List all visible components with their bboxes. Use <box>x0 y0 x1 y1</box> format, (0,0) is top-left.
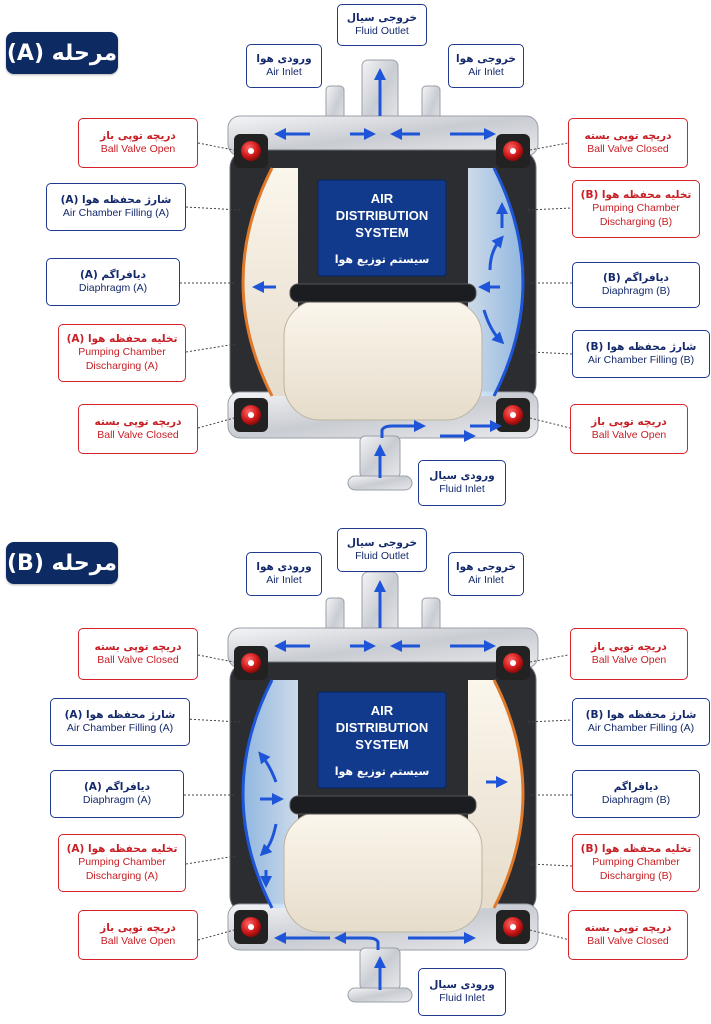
stage-b-title: مرحله (B) <box>6 542 118 584</box>
ball-valve-bottom-right-b <box>496 910 530 944</box>
stage-b: مرحله (B) <box>0 512 711 1024</box>
ball-valve-bottom-left-b <box>234 910 268 944</box>
stage-a-title: مرحله (A) <box>6 32 118 74</box>
flow-arrows-a <box>252 68 508 478</box>
pump-diagram-a: AIR DISTRIBUTION SYSTEM سیستم توزیع هوا <box>180 59 573 491</box>
flow-arrows-b <box>258 580 508 990</box>
ball-valve-top-right-b <box>496 646 530 680</box>
label-left-diaphragm-b: دیافراگم (A)Diaphragm (A) <box>50 770 184 818</box>
air-system-line3-a: SYSTEM <box>355 225 408 240</box>
ball-valve-top-left-a <box>234 134 268 168</box>
air-system-line1-b: AIR <box>371 703 394 718</box>
label-right-diaphragm-a: دیافراگم (B)Diaphragm (B) <box>572 262 700 308</box>
label-left-diaphragm-a: دیافراگم (A)Diaphragm (A) <box>46 258 180 306</box>
air-system-line2-a: DISTRIBUTION <box>336 208 428 223</box>
air-system-line2-b: DISTRIBUTION <box>336 720 428 735</box>
air-system-fa-b: سیستم توزیع هوا <box>335 765 430 778</box>
label-left-chamber-a: شارژ محفظه هوا (A)Air Chamber Filling (A… <box>46 183 186 231</box>
ball-valve-bottom-left-a <box>234 398 268 432</box>
label-left-chamber-b: شارژ محفظه هوا (A)Air Chamber Filling (A… <box>50 698 190 746</box>
stage-a: مرحله (A) <box>6 4 710 506</box>
air-system-line3-b: SYSTEM <box>355 737 408 752</box>
air-system-line1-a: AIR <box>371 191 394 206</box>
label-right-pump-a: شارژ محفظه هوا (B)Air Chamber Filling (B… <box>572 330 710 378</box>
pump-diagram-b: AIR DISTRIBUTION SYSTEM سیستم توزیع هوا <box>180 571 573 1003</box>
ball-valve-bottom-right-a <box>496 398 530 432</box>
label-right-chamber-b: شارژ محفظه هوا (B)Air Chamber Filling (A… <box>572 698 710 746</box>
air-system-fa-a: سیستم توزیع هوا <box>335 253 430 266</box>
ball-valve-top-right-a <box>496 134 530 168</box>
ball-valve-top-left-b <box>234 646 268 680</box>
